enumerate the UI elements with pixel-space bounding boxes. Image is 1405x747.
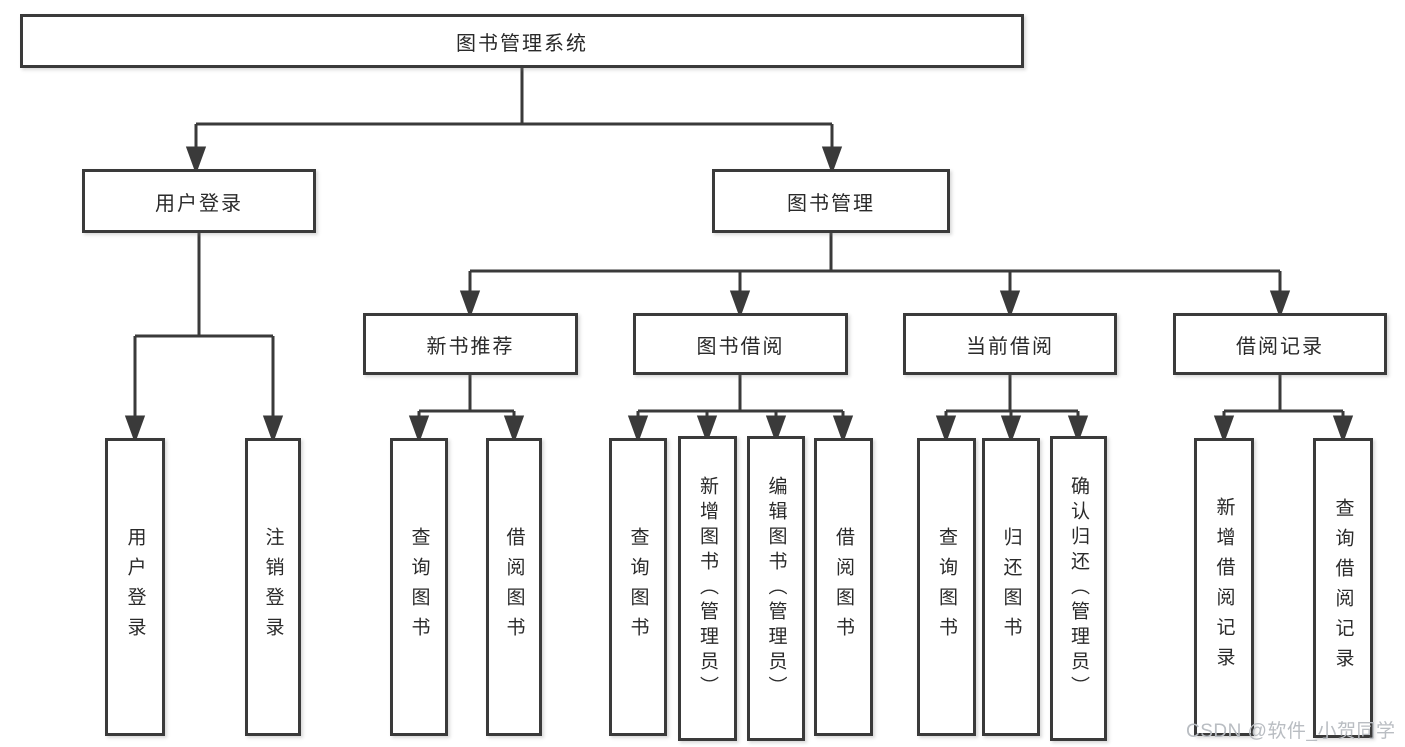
connector-records-to-leaves — [1213, 375, 1354, 444]
arrowhead — [696, 415, 718, 444]
arrowhead — [124, 415, 146, 444]
leaf-query-books-borrow: 查询图书 — [609, 438, 667, 736]
arrowhead — [1332, 415, 1354, 444]
arrowhead — [1067, 415, 1089, 444]
node-new-book-recommendation: 新书推荐 — [363, 313, 578, 375]
arrowhead — [459, 290, 481, 319]
arrowhead — [262, 415, 284, 444]
node-current-borrowing: 当前借阅 — [903, 313, 1117, 375]
arrowhead — [729, 290, 751, 319]
leaf-borrow-books-recommend: 借阅图书 — [486, 438, 542, 736]
leaf-query-books-current: 查询图书 — [917, 438, 976, 736]
arrowhead — [185, 146, 207, 175]
leaf-return-books: 归还图书 — [982, 438, 1040, 736]
arrowhead — [408, 415, 430, 444]
arrowhead — [1269, 290, 1291, 319]
connector-book-borrow-to-leaves — [627, 375, 854, 444]
leaf-add-book-admin: 新增图书（管理员） — [678, 436, 737, 741]
node-borrowing-records: 借阅记录 — [1173, 313, 1387, 375]
arrowhead — [765, 415, 787, 444]
arrowhead — [627, 415, 649, 444]
arrowhead — [1000, 415, 1022, 444]
node-user-login: 用户登录 — [82, 169, 316, 233]
leaf-query-borrow-record: 查询借阅记录 — [1313, 438, 1373, 738]
arrowhead — [1213, 415, 1235, 444]
arrowhead — [832, 415, 854, 444]
arrowhead — [821, 146, 843, 175]
arrowhead — [503, 415, 525, 444]
leaf-user-login: 用户登录 — [105, 438, 165, 736]
leaf-borrow-books: 借阅图书 — [814, 438, 873, 736]
connector-user-login-to-leaves — [124, 233, 284, 444]
leaf-query-books-recommend: 查询图书 — [390, 438, 448, 736]
arrowhead — [999, 290, 1021, 319]
leaf-edit-book-admin: 编辑图书（管理员） — [747, 436, 805, 741]
node-book-borrowing: 图书借阅 — [633, 313, 848, 375]
leaf-confirm-return-admin: 确认归还（管理员） — [1050, 436, 1107, 741]
leaf-add-borrow-record: 新增借阅记录 — [1194, 438, 1254, 736]
connector-book-management-to-sections — [459, 233, 1291, 319]
node-root-system: 图书管理系统 — [20, 14, 1024, 68]
node-book-management: 图书管理 — [712, 169, 950, 233]
connector-current-borrow-to-leaves — [935, 375, 1089, 444]
leaf-logout: 注销登录 — [245, 438, 301, 736]
watermark: CSDN @软件_小贺同学 — [1186, 721, 1396, 742]
connector-root-to-branches — [185, 68, 843, 175]
connector-new-book-to-leaves — [408, 375, 525, 444]
arrowhead — [935, 415, 957, 444]
